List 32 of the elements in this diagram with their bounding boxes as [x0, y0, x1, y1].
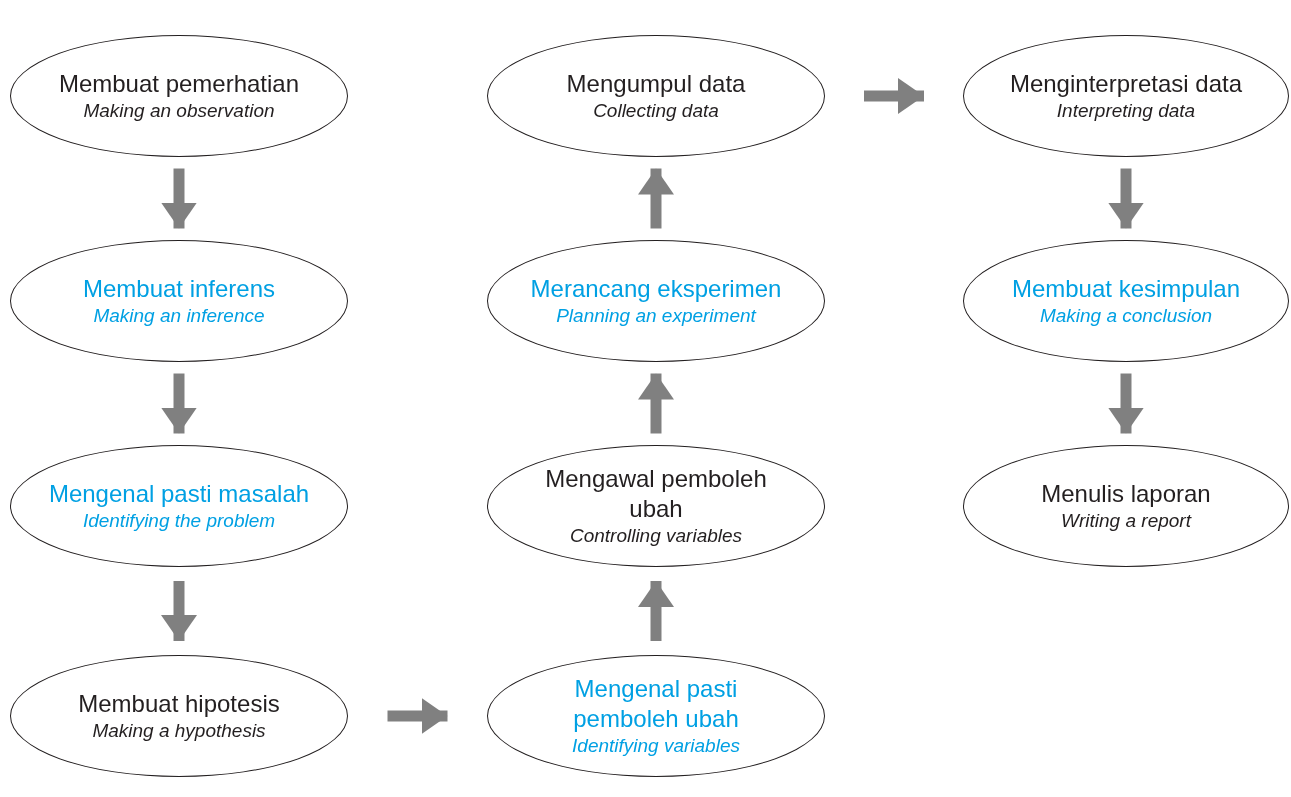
- arrow: [638, 168, 674, 229]
- step-title: Mengenal pasti pemboleh ubah: [572, 674, 740, 734]
- arrow: [638, 581, 674, 641]
- step-title: Menginterpretasi data: [1009, 69, 1243, 99]
- step-translation: Making an observation: [83, 99, 275, 123]
- step-title: Membuat hipotesis: [78, 689, 280, 719]
- arrow: [161, 168, 197, 229]
- step-title: Mengawal pemboleh ubah: [544, 464, 768, 524]
- arrow: [1108, 373, 1144, 434]
- step-translation: Making a hypothesis: [92, 719, 266, 743]
- arrow: [387, 698, 448, 734]
- step-translation: Identifying the problem: [82, 509, 276, 533]
- step-title: Membuat kesimpulan: [1011, 274, 1241, 304]
- step-translation: Controlling variables: [569, 524, 743, 548]
- step-translation: Identifying variables: [572, 734, 740, 758]
- step-title: Membuat inferens: [82, 274, 276, 304]
- step-title: Merancang eksperimen: [530, 274, 782, 304]
- step-title: Menulis laporan: [1041, 479, 1211, 509]
- step-translation: Interpreting data: [1056, 99, 1196, 123]
- arrow: [864, 78, 924, 114]
- step-translation: Planning an experiment: [556, 304, 756, 328]
- arrow: [1108, 168, 1144, 229]
- arrow: [638, 373, 674, 434]
- arrow: [161, 581, 197, 641]
- step-translation: Making an inference: [93, 304, 265, 328]
- step-title: Mengumpul data: [566, 69, 746, 99]
- step-translation: Collecting data: [593, 99, 719, 123]
- step-translation: Making a conclusion: [1039, 304, 1213, 328]
- step-title: Mengenal pasti masalah: [48, 479, 310, 509]
- arrow: [161, 373, 197, 434]
- step-title: Membuat pemerhatian: [58, 69, 300, 99]
- step-translation: Writing a report: [1061, 509, 1191, 533]
